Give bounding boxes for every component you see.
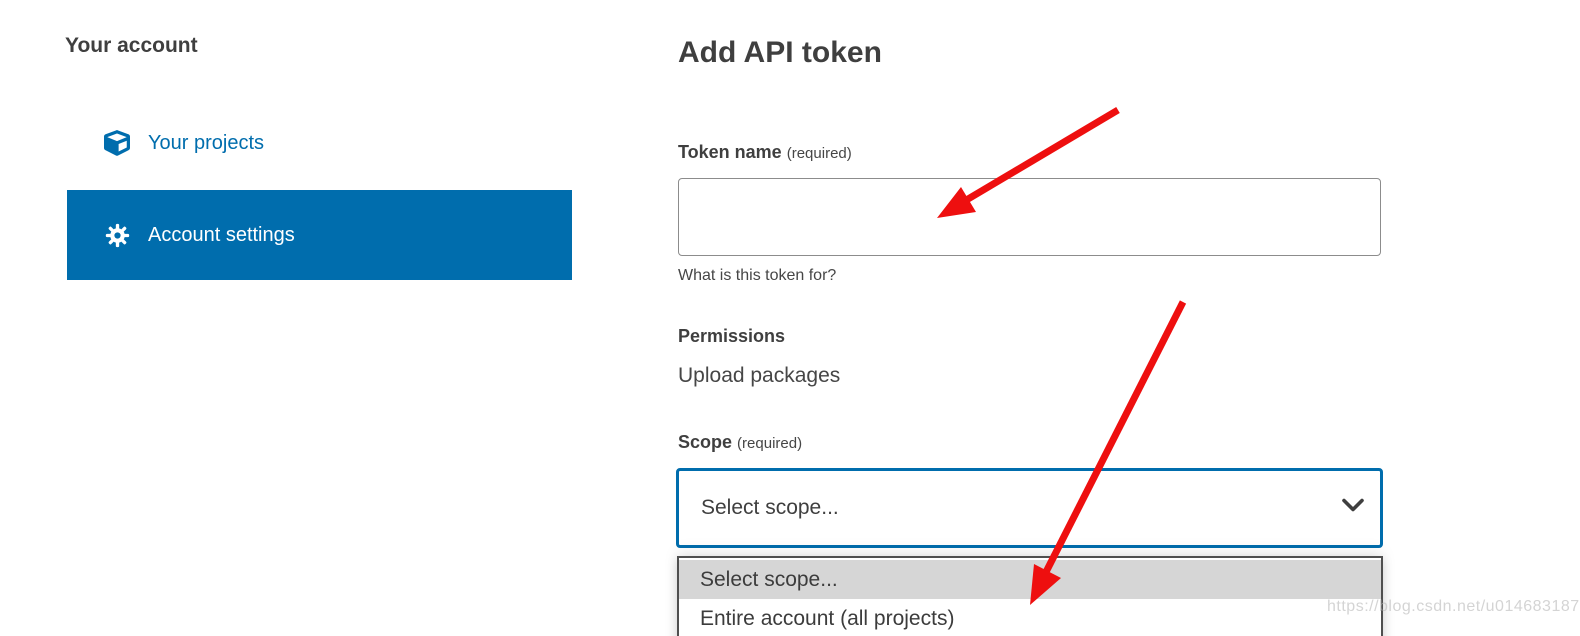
token-name-required-note: (required) (786, 145, 852, 162)
sidebar-item-your-projects[interactable]: Your projects (67, 114, 572, 172)
scope-required-note: (required) (737, 435, 803, 452)
chevron-down-icon (1342, 498, 1364, 518)
sidebar-title: Your account (65, 34, 198, 57)
permissions-label: Permissions (678, 326, 786, 346)
sidebar-item-account-settings[interactable]: Account settings (67, 190, 572, 280)
page-title: Add API token (678, 36, 882, 69)
token-name-helper: What is this token for? (678, 267, 837, 284)
token-name-label: Token name (required) (678, 142, 852, 162)
token-name-input[interactable] (678, 178, 1381, 256)
permissions-value: Upload packages (678, 364, 841, 387)
scope-dropdown: Select scope... Entire account (all proj… (677, 556, 1383, 636)
scope-option-select-scope[interactable]: Select scope... (679, 560, 1381, 599)
gear-icon (104, 222, 130, 248)
scope-label: Scope (required) (678, 432, 803, 452)
cube-icon (104, 130, 130, 156)
scope-select[interactable]: Select scope... (676, 468, 1383, 548)
sidebar-item-label: Account settings (148, 223, 295, 246)
sidebar-item-label: Your projects (148, 131, 264, 154)
scope-select-value: Select scope... (701, 496, 839, 519)
scope-option-entire-account[interactable]: Entire account (all projects) (700, 606, 955, 630)
